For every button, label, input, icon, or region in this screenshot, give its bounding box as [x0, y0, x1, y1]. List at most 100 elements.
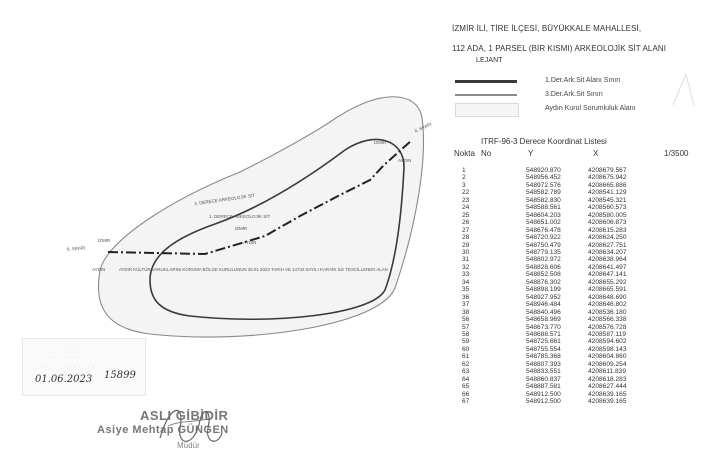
map-label-izmir-top: İZMİR [374, 140, 387, 145]
coord-cell-no: 67 [462, 398, 470, 406]
map-scale: 1/3500 [664, 149, 689, 158]
coord-cell-x: 4208580.005 [588, 211, 627, 219]
coord-row: 1 548920.870 4208679.567 [454, 167, 668, 174]
coord-cell-no: 33 [462, 271, 470, 279]
map-label-izmir-left: İZMİR [98, 238, 111, 243]
coord-cell-x: 4208606.873 [588, 219, 627, 227]
coord-cell-no: 36 [462, 293, 470, 301]
coord-col-y: Y [528, 149, 534, 158]
coord-cell-no: 31 [462, 256, 470, 264]
coord-cell-y: 548779.135 [526, 248, 561, 256]
legend-area-label: Aydın Kurul Sorumluluk Alanı [545, 105, 636, 112]
coord-cell-x: 4208611.839 [588, 368, 627, 376]
coord-cell-y: 548852.508 [526, 271, 561, 279]
coord-cell-no: 62 [462, 360, 470, 368]
coord-cell-y: 548582.789 [526, 189, 561, 197]
signature-scribble [159, 409, 223, 442]
coord-cell-y: 548860.837 [526, 375, 561, 383]
legend-title: LEJANT [476, 57, 503, 64]
coord-cell-y: 548956.452 [526, 174, 561, 182]
coord-cell-y: 548876.302 [526, 278, 561, 286]
coord-row: 66 548912.500 4208639.165 [454, 391, 668, 398]
coord-cell-y: 548920.870 [526, 167, 561, 174]
coord-cell-x: 4208566.338 [588, 316, 627, 324]
coord-cell-y: 548898.199 [526, 286, 561, 294]
coord-cell-x: 4208641.497 [588, 263, 627, 271]
coord-cell-y: 548750.479 [526, 241, 561, 249]
coord-cell-y: 548887.581 [526, 383, 561, 391]
coord-col-x: X [593, 149, 599, 158]
coord-cell-no: 25 [462, 211, 470, 219]
coord-cell-y: 548673.770 [526, 323, 561, 331]
coord-cell-no: 65 [462, 383, 470, 391]
coord-cell-y: 548720.922 [526, 234, 561, 242]
map-label-izmir-mid: İZMİR [235, 226, 248, 231]
coord-cell-no: 27 [462, 226, 470, 234]
coord-cell-y: 548802.972 [526, 256, 561, 264]
coord-row: 64 548860.837 4208618.283 [454, 376, 668, 383]
map-label-aydin-mid: AYDIN [243, 240, 257, 245]
map-label-aydin-top: AYDIN [398, 158, 412, 163]
coord-cell-x: 4208648.690 [588, 293, 627, 301]
map-label-kurul-note: AYDIN KÜLTÜR VARLIKLARINI KORUMA BÖLGE K… [119, 267, 388, 272]
coord-cell-no: 2 [462, 174, 466, 182]
coord-cell-no: 61 [462, 353, 470, 361]
coord-cell-y: 548676.478 [526, 226, 561, 234]
coord-cell-no: 64 [462, 375, 470, 383]
coord-cell-y: 548972.576 [526, 181, 561, 189]
coord-cell-x: 4208647.141 [588, 271, 627, 279]
coord-cell-no: 24 [462, 204, 470, 212]
coord-row: 65 548887.581 4208627.444 [454, 383, 668, 390]
coord-cell-x: 4208560.573 [588, 204, 627, 212]
coord-col-nokta: Nokta [454, 149, 475, 158]
coord-cell-x: 4208618.283 [588, 375, 627, 383]
coord-cell-x: 4208598.143 [588, 345, 627, 353]
coord-cell-x: 4208679.567 [588, 167, 627, 174]
coord-cell-no: 35 [462, 286, 470, 294]
coord-cell-x: 4208609.254 [588, 360, 627, 368]
coord-row: 33 548852.508 4208647.141 [454, 271, 668, 278]
coord-cell-no: 59 [462, 338, 470, 346]
coord-row: 30 548779.135 4208634.207 [454, 249, 668, 256]
coord-cell-no: 66 [462, 390, 470, 398]
handwritten-date: 01.06.2023 [35, 374, 93, 385]
coord-cell-x: 4208639.165 [588, 398, 627, 406]
coord-cell-no: 60 [462, 345, 470, 353]
coord-cell-x: 4208594.602 [588, 338, 627, 346]
coord-cell-no: 28 [462, 234, 470, 242]
coord-cell-no: 37 [462, 301, 470, 309]
coord-cell-no: 1 [462, 167, 466, 174]
coord-cell-no: 30 [462, 248, 470, 256]
coord-cell-no: 32 [462, 263, 470, 271]
coord-cell-y: 548833.551 [526, 368, 561, 376]
coord-cell-x: 4208627.444 [588, 383, 627, 391]
coord-cell-no: 29 [462, 241, 470, 249]
coord-cell-x: 4208634.207 [588, 248, 627, 256]
coord-cell-y: 548912.500 [526, 398, 561, 406]
coord-cell-y: 548582.830 [526, 196, 561, 204]
document-title-line1: İZMİR İLİ, TİRE İLÇESİ, BÜYÜKKALE MAHALL… [452, 24, 642, 33]
coord-cell-x: 4208639.165 [588, 390, 627, 398]
coord-cell-no: 22 [462, 189, 470, 197]
coord-cell-y: 548725.661 [526, 338, 561, 346]
coord-cell-x: 4208665.591 [588, 286, 627, 294]
coord-cell-y: 548828.606 [526, 263, 561, 271]
coord-cell-no: 23 [462, 196, 470, 204]
coord-cell-y: 548946.484 [526, 301, 561, 309]
coord-cell-y: 548912.500 [526, 390, 561, 398]
map-label-degree1: 1. DERECE ARKEOLOJİK SİT [209, 214, 271, 219]
coord-row: 59 548725.661 4208594.602 [454, 338, 668, 345]
legend-degree1-label: 1.Der.Ark.Sit Alanı Sınırı [545, 77, 621, 84]
